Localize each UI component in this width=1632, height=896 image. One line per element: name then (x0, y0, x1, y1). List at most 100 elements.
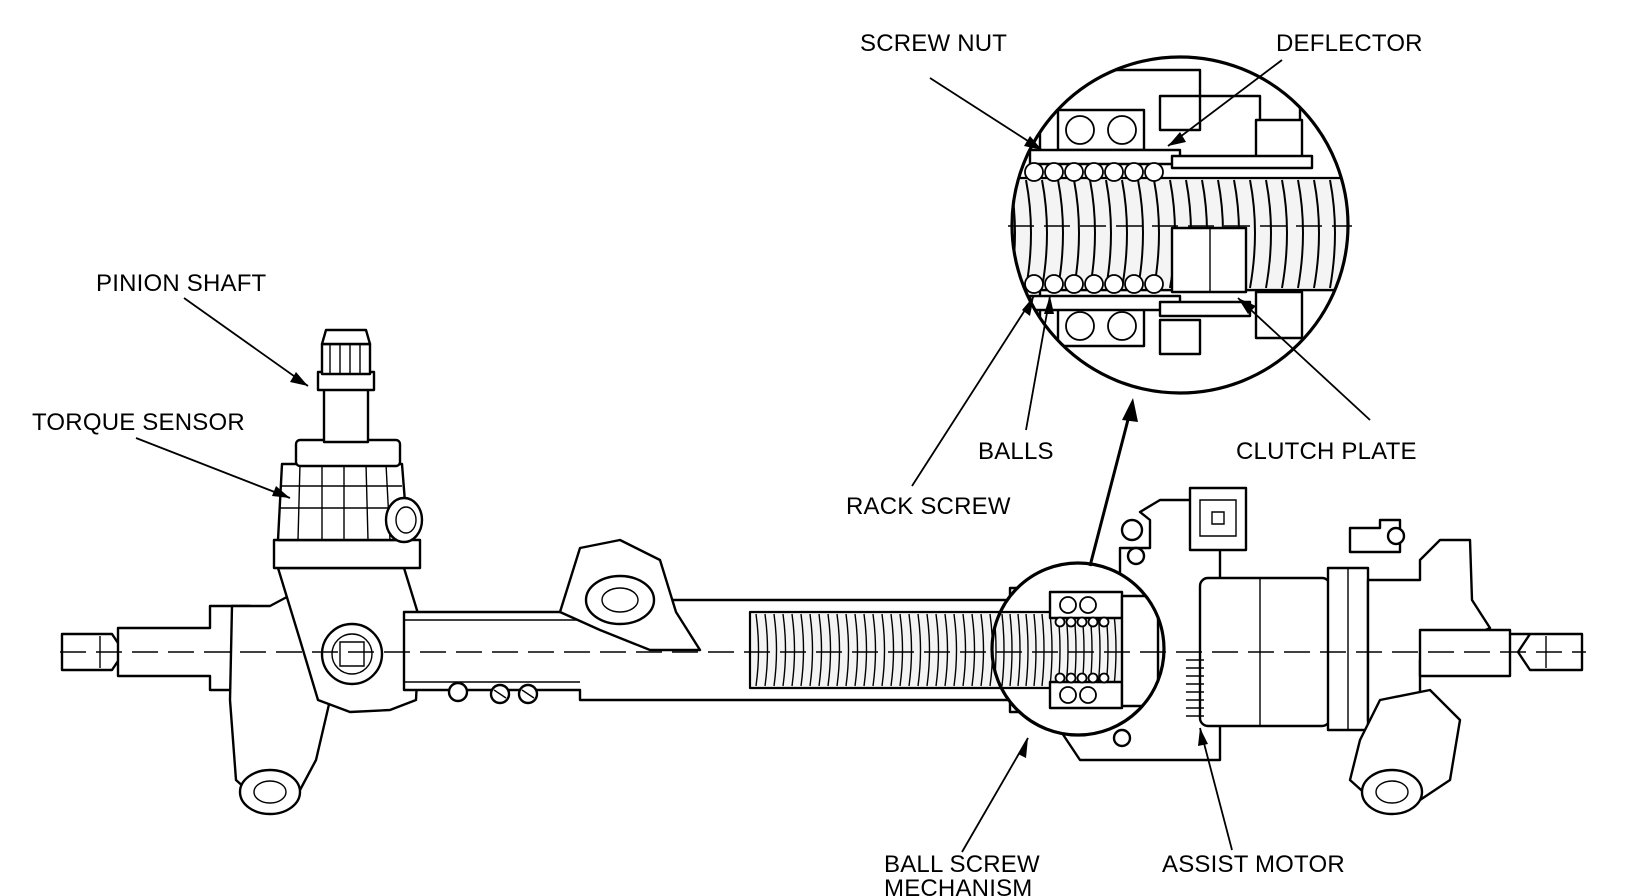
rack-screw-coil (945, 614, 948, 686)
rack-screw-coil (873, 614, 876, 686)
rack-screw-coil (774, 614, 777, 686)
rack-screw-coil (1122, 180, 1127, 288)
ball-screw-circle (992, 563, 1164, 735)
pinion-spline (322, 344, 370, 374)
ball (1145, 275, 1163, 293)
rack-screw-coil (756, 614, 759, 686)
ball-screw-coil (1114, 614, 1116, 686)
clutch-plate (1172, 228, 1246, 292)
labels: SCREW NUT DEFLECTOR PINION SHAFT TORQUE … (32, 30, 1423, 896)
ball-screw-coil (1042, 614, 1044, 686)
motor-stator-ribs (1186, 660, 1204, 716)
ball (1089, 674, 1098, 683)
ball-screw-coil (1010, 614, 1012, 686)
label-assist-motor: ASSIST MOTOR (1162, 851, 1345, 878)
label-balls: BALLS (978, 438, 1054, 465)
ball-screw-coil (1018, 614, 1020, 686)
ball (1089, 618, 1098, 627)
torque-sensor-base (274, 540, 420, 568)
rack-screw-coil (855, 614, 858, 686)
ball (1125, 275, 1143, 293)
torque-sensor-cap (296, 440, 400, 466)
ball (1025, 163, 1043, 181)
rack-screw-coil (1042, 180, 1047, 288)
label-pinion-shaft: PINION SHAFT (96, 270, 267, 297)
ball-screw-coil (1098, 614, 1100, 686)
label-deflector: DEFLECTOR (1276, 30, 1423, 57)
ball-screw-coil (1050, 614, 1052, 686)
ball (1078, 618, 1087, 627)
rack-screw-coil (810, 614, 813, 686)
rack-screw-coil (1330, 180, 1335, 288)
rack-screw-coil (1010, 180, 1015, 288)
ball (1125, 163, 1143, 181)
rack-screw-coil (927, 614, 930, 686)
ball (1045, 275, 1063, 293)
zoom-circle (1012, 57, 1348, 393)
ball-screw-coil (1002, 614, 1004, 686)
ball (1065, 275, 1083, 293)
ball (1085, 275, 1103, 293)
rack-screw-coil (936, 614, 939, 686)
label-clutch-plate: CLUTCH PLATE (1236, 438, 1417, 465)
ball (1145, 163, 1163, 181)
rack-screw-coil (1250, 180, 1255, 288)
torque-sensor-assembly (274, 330, 422, 568)
ball (1078, 674, 1087, 683)
rack-screw-coil (1282, 180, 1287, 288)
rack-screw-coil (909, 614, 912, 686)
rack-screw-coil (846, 614, 849, 686)
rack-screw-coil (981, 614, 984, 686)
rack-screw-coil (765, 614, 768, 686)
ball (1067, 618, 1076, 627)
ball (1105, 163, 1123, 181)
ball (1100, 618, 1109, 627)
steering-gear-housing (62, 330, 1582, 814)
rack-screw-coil (954, 614, 957, 686)
ball (1025, 275, 1043, 293)
rack-screw-coil (864, 614, 867, 686)
rack-screw-coil (783, 614, 786, 686)
ball (1045, 163, 1063, 181)
rack-screw-coil (882, 614, 885, 686)
rack-screw-coils (756, 614, 1002, 686)
rack-screw-coil (891, 614, 894, 686)
label-ball-screw-mechanism-line1: BALL SCREW (884, 851, 1040, 878)
rack-screw-section (750, 612, 1010, 688)
ball (1056, 618, 1065, 627)
ball (1065, 163, 1083, 181)
rack-screw-coil (1106, 180, 1111, 288)
pinion-shaft (324, 388, 368, 442)
left-mount-boss (240, 770, 300, 814)
ball-screw-detail (992, 563, 1164, 735)
ball-screw-coil (1026, 614, 1028, 686)
ball-screw-coil (1034, 614, 1036, 686)
housing-bolt (449, 683, 467, 701)
ball (1100, 674, 1109, 683)
rack-screw-coil (900, 614, 903, 686)
label-ball-screw-mechanism-line2: MECHANISM (884, 875, 1032, 896)
rack-screw-coil (1298, 180, 1303, 288)
zoom-arrow (1090, 412, 1130, 566)
rack-screw-coil (1026, 180, 1031, 288)
rack-screw-coil (828, 614, 831, 686)
rack-screw-coil (792, 614, 795, 686)
leader-lines (136, 60, 1370, 852)
ball (1105, 275, 1123, 293)
rack-screw-coil (918, 614, 921, 686)
motor-connector (1190, 488, 1246, 550)
ball (1067, 674, 1076, 683)
label-rack-screw: RACK SCREW (846, 493, 1011, 520)
label-torque-sensor: TORQUE SENSOR (32, 409, 245, 436)
rack-screw-coil (1266, 180, 1271, 288)
label-screw-nut: SCREW NUT (860, 30, 1007, 57)
ball (1085, 163, 1103, 181)
zoom-detail (1000, 50, 1360, 566)
rack-screw-coil (801, 614, 804, 686)
rack-screw-coil (963, 614, 966, 686)
rack-screw-coil (1314, 180, 1319, 288)
rack-screw-coil (972, 614, 975, 686)
rack-screw-coil (837, 614, 840, 686)
